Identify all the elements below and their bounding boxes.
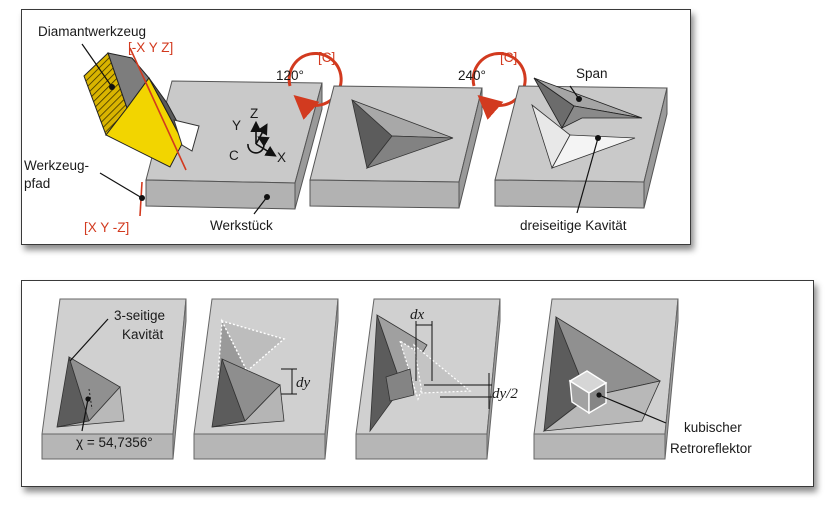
axis-x-label: X	[277, 150, 286, 165]
workpiece-label: Werkstück	[210, 218, 273, 233]
workpiece-block-1	[145, 80, 323, 210]
axes-icon	[247, 120, 277, 157]
cavity-block-3	[355, 298, 501, 460]
rotation-1-axis: [C]	[318, 50, 335, 65]
rotation-1-angle: 120°	[276, 68, 304, 83]
path-direction-label: [X Y -Z]	[84, 220, 129, 235]
cavity-label-line2: Kavität	[122, 327, 164, 342]
workpiece-block-2	[309, 85, 483, 209]
cavity-leader-line-bottom	[69, 318, 109, 362]
dy-label: dy	[296, 375, 311, 391]
axis-c-label: C	[229, 148, 239, 163]
rotation-2-angle: 240°	[458, 68, 486, 83]
path-label-line1: Werkzeug-	[24, 158, 89, 173]
rotation-arrow-2	[471, 51, 527, 120]
path-label-line2: pfad	[24, 176, 50, 191]
process-panel: Diamantwerkzeug [-X Y Z] Werkzeug- pfad …	[21, 9, 691, 245]
process-diagram: Diamantwerkzeug [-X Y Z] Werkzeug- pfad …	[24, 24, 668, 235]
tool-label: Diamantwerkzeug	[38, 24, 146, 39]
dx-label: dx	[410, 307, 425, 323]
workpiece-block-3	[494, 77, 668, 209]
path-line-top	[129, 47, 187, 171]
tool-leader-line	[81, 43, 113, 88]
cavity-block-4	[533, 298, 679, 460]
retro-label-line1: kubischer	[684, 420, 742, 435]
cavity-leader-line	[576, 137, 599, 214]
axis-y-label: Y	[232, 118, 241, 133]
axis-z-label: Z	[250, 106, 258, 121]
angle-leader-line	[81, 398, 89, 432]
path-leader-line	[99, 172, 143, 199]
retro-leader-line	[598, 394, 667, 424]
chip-label: Span	[576, 66, 608, 81]
workpiece-leader-line	[253, 196, 268, 215]
cube-corner-icon	[568, 370, 608, 415]
rotation-arrow-1	[287, 51, 343, 120]
angle-label: χ = 54,7356°	[76, 435, 153, 450]
workpiece-leader-dot	[264, 194, 270, 200]
cavity-block-2	[193, 298, 339, 460]
cavity-block-1	[41, 298, 187, 460]
retro-label-line2: Retroreflektor	[670, 441, 752, 456]
cavity-steps-panel: 3-seitige Kavität χ = 54,7356° dy dx dy/…	[21, 280, 814, 487]
dy-half-label: dy/2	[492, 386, 518, 402]
path-leader-dot	[139, 195, 145, 201]
cavity-label-line1: 3-seitige	[114, 308, 165, 323]
rotation-2-axis: [C]	[500, 50, 517, 65]
cavity-label: dreiseitige Kavität	[520, 218, 627, 233]
tool-direction-label: [-X Y Z]	[128, 40, 173, 55]
cavity-steps-diagram: 3-seitige Kavität χ = 54,7356° dy dx dy/…	[41, 298, 752, 460]
